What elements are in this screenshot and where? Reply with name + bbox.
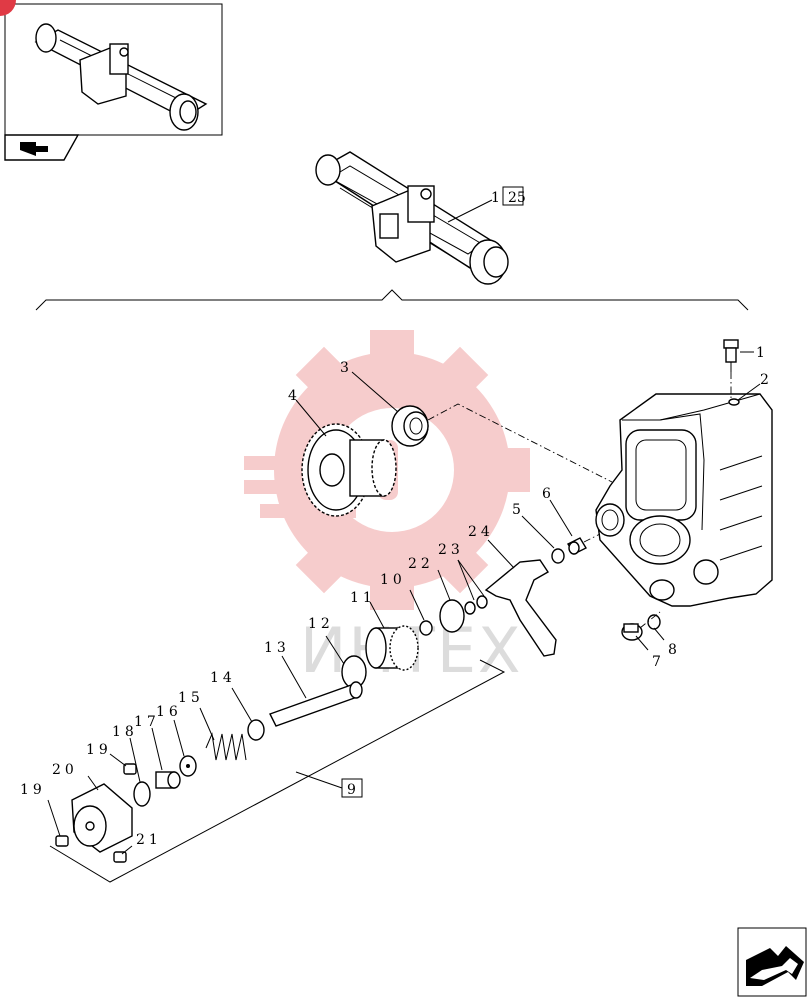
callout-6: 6 <box>542 486 555 502</box>
part-cover <box>71 783 133 853</box>
part-gear-cluster <box>301 423 397 517</box>
callout-15: 15 <box>178 690 204 706</box>
group-brace <box>35 289 749 311</box>
callout-20: 20 <box>52 762 78 778</box>
callout-7: 7 <box>652 654 665 670</box>
part-washer-14 <box>247 719 265 741</box>
callout-16: 16 <box>156 704 182 720</box>
callout-2: 2 <box>760 372 773 388</box>
callout-8: 8 <box>668 642 681 658</box>
part-washer-16 <box>179 755 197 777</box>
callout-22: 22 <box>408 556 434 572</box>
callout-3: 3 <box>340 360 353 376</box>
part-shift-fork <box>484 559 557 657</box>
part-drain-plug <box>621 623 643 641</box>
part-seal-8 <box>647 614 661 630</box>
back-arrow-icon[interactable] <box>20 142 48 156</box>
part-piston-body <box>365 625 419 671</box>
part-breather <box>723 339 739 372</box>
part-spacer-17 <box>155 771 181 789</box>
part-bushing <box>551 548 565 564</box>
assembly-ref: 1 25 <box>491 186 526 206</box>
next-page-arrow-icon <box>746 946 804 986</box>
group-label: 9 <box>347 782 356 798</box>
part-plug-19b <box>55 835 69 847</box>
thumbnail-axle <box>34 23 208 131</box>
callout-17: 17 <box>134 714 160 730</box>
callout-1: 1 <box>756 345 769 361</box>
part-oring-18 <box>133 781 151 807</box>
callout-19a: 19 <box>86 742 112 758</box>
badge-icon <box>0 0 16 16</box>
callout-labels: 1 2 3 4 5 6 7 8 10 11 12 13 14 15 16 17 … <box>20 345 773 848</box>
part-plug-21 <box>113 851 127 863</box>
assembly-label: 25 <box>508 190 526 206</box>
callout-5: 5 <box>512 502 525 518</box>
callout-24: 24 <box>468 524 494 540</box>
center-lines <box>427 372 732 629</box>
callout-4: 4 <box>288 388 301 404</box>
part-housing <box>595 393 773 607</box>
callout-14: 14 <box>210 670 236 686</box>
part-shaft <box>269 681 363 727</box>
part-oring-22 <box>439 599 465 633</box>
callout-13: 13 <box>264 640 290 656</box>
part-plug-19a <box>123 763 137 775</box>
leader-lines <box>47 351 761 855</box>
part-spring <box>205 732 247 761</box>
callout-12: 12 <box>308 616 334 632</box>
callout-11: 11 <box>350 590 376 606</box>
callout-10: 10 <box>380 572 406 588</box>
group-frame: 9 <box>49 659 506 883</box>
part-oring-23 <box>464 595 488 615</box>
callout-18: 18 <box>112 724 138 740</box>
next-page-button[interactable] <box>737 927 807 997</box>
callout-19b: 19 <box>20 782 46 798</box>
thumbnail-panel[interactable] <box>4 3 223 161</box>
part-oring-10 <box>419 620 433 636</box>
part-plug-6 <box>567 537 587 555</box>
part-bearing <box>391 405 429 447</box>
callout-23: 23 <box>438 542 464 558</box>
svg-text:1: 1 <box>491 190 500 206</box>
axle-assembly <box>315 151 509 285</box>
callout-21: 21 <box>136 832 162 848</box>
